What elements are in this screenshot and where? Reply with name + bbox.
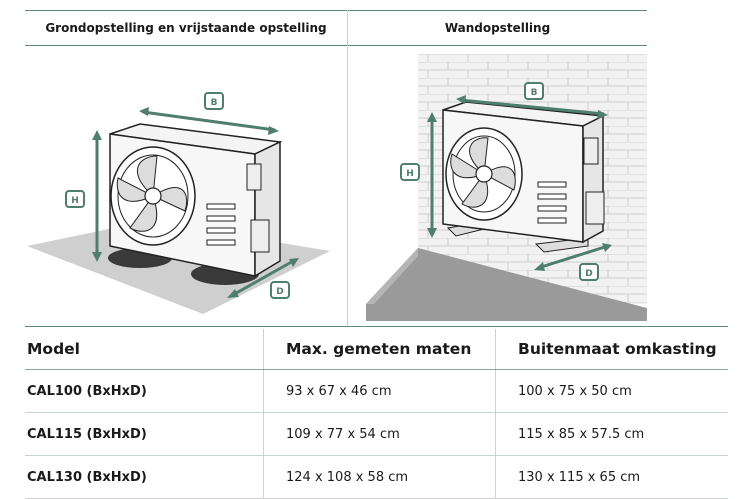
column-header-model: Model (25, 329, 264, 370)
width-arrow (142, 110, 276, 132)
wall-fan-icon (445, 127, 523, 221)
column-header-measured: Max. gemeten maten (263, 329, 496, 370)
measured-cell: 93 x 67 x 46 cm (263, 369, 496, 413)
table-row: CAL115 (BxHxD) 109 x 77 x 54 cm 115 x 85… (25, 412, 728, 456)
table-row: CAL100 (BxHxD) 93 x 67 x 46 cm 100 x 75 … (25, 369, 728, 413)
housing-cell: 130 x 115 x 65 cm (495, 455, 728, 499)
model-cell: CAL100 (BxHxD) (25, 369, 264, 413)
table-header-row: Model Max. gemeten maten Buitenmaat omka… (25, 329, 728, 370)
ground-installation-illustration: B H D (27, 92, 330, 314)
left-panel-title: Grondopstelling en vrijstaande opstellin… (45, 21, 327, 35)
height-badge: H (65, 190, 85, 208)
wall-installation-illustration: B H D (366, 54, 647, 321)
svg-text:D: D (585, 269, 592, 279)
top-rule (25, 10, 647, 11)
unit-side (254, 140, 281, 278)
column-header-housing: Buitenmaat omkasting (495, 329, 728, 370)
model-cell: CAL130 (BxHxD) (25, 455, 264, 499)
svg-text:B: B (531, 88, 538, 98)
depth-badge: D (270, 281, 290, 299)
svg-text:H: H (71, 196, 79, 206)
panel-divider (347, 10, 348, 326)
measured-cell: 109 x 77 x 54 cm (263, 412, 496, 456)
dimensions-table: Model Max. gemeten maten Buitenmaat omka… (25, 329, 728, 499)
housing-cell: 115 x 85 x 57.5 cm (495, 412, 728, 456)
model-cell: CAL115 (BxHxD) (25, 412, 264, 456)
illustration-bottom-rule (25, 326, 728, 327)
fan-icon (110, 146, 196, 246)
svg-text:H: H (406, 169, 414, 179)
right-panel-title: Wandopstelling (444, 21, 551, 35)
wall-floor (366, 248, 647, 321)
table-row: CAL130 (BxHxD) 124 x 108 x 58 cm 130 x 1… (25, 455, 728, 499)
svg-text:B: B (211, 98, 218, 108)
svg-text:D: D (276, 287, 283, 297)
header-rule (25, 45, 647, 46)
width-badge: B (204, 92, 224, 110)
measured-cell: 124 x 108 x 58 cm (263, 455, 496, 499)
depth-arrow (230, 258, 296, 298)
housing-cell: 100 x 75 x 50 cm (495, 369, 728, 413)
